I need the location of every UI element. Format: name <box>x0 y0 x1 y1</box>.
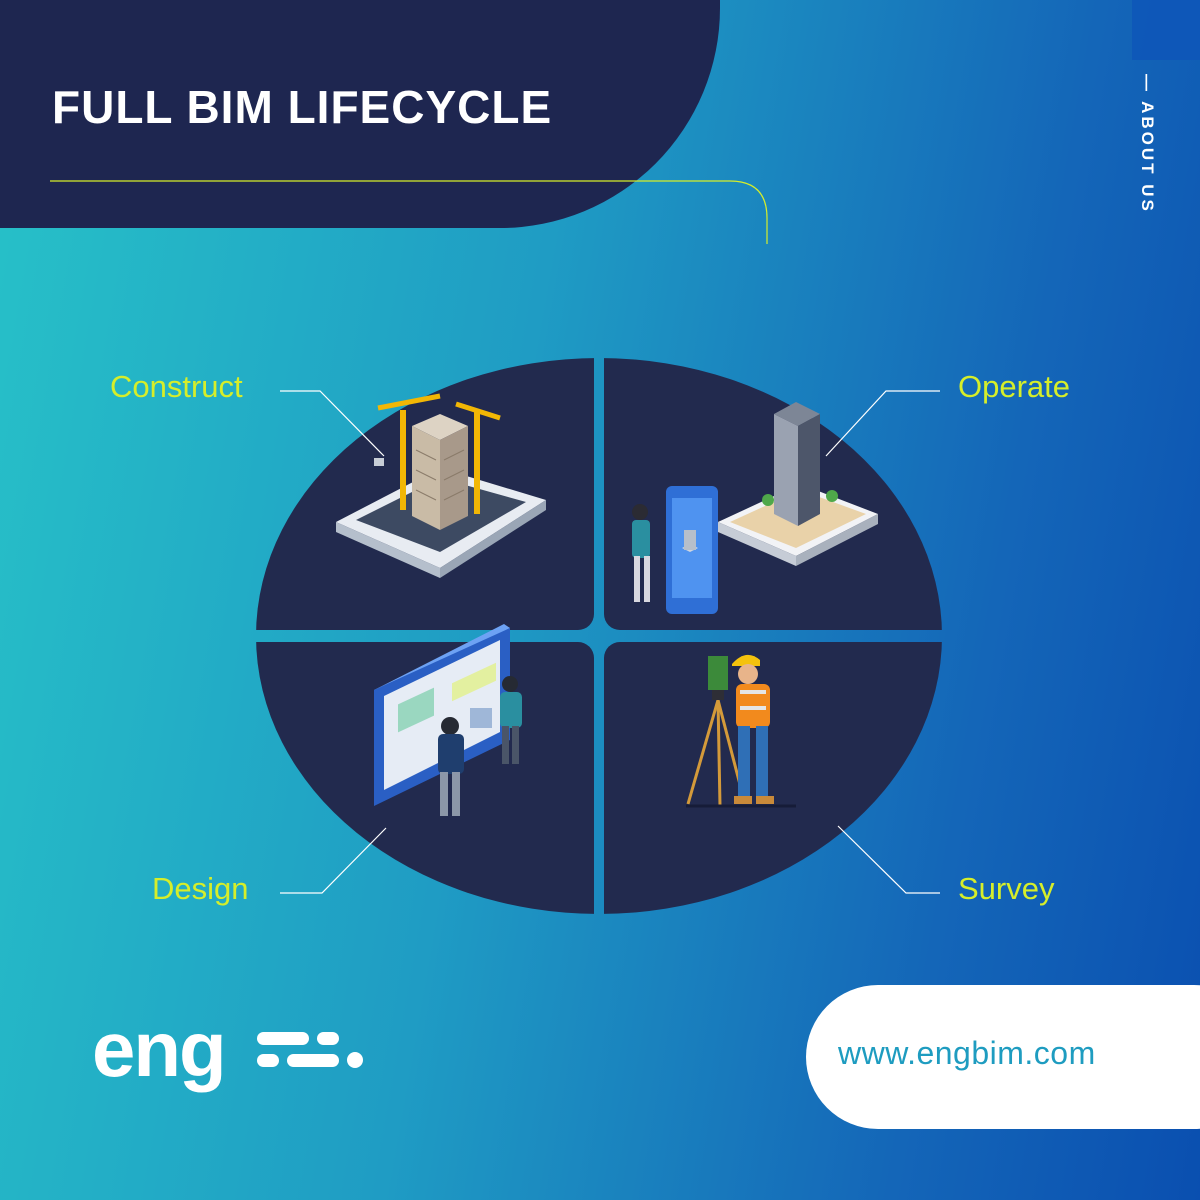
stage-label-survey: Survey <box>958 871 1055 906</box>
connector-operate <box>825 390 940 457</box>
logo-wordmark: eng <box>92 1005 227 1093</box>
side-tab <box>1132 0 1200 60</box>
header-background <box>0 0 720 228</box>
construction-site-illustration <box>336 393 546 578</box>
connector-survey <box>837 825 940 894</box>
design-board-illustration <box>374 624 522 816</box>
connector-lines <box>280 390 940 894</box>
brand-logo: eng <box>92 1005 363 1100</box>
eng-logo-mark-icon <box>257 1032 363 1068</box>
stage-label-design: Design <box>152 871 249 906</box>
quadrant-survey <box>604 642 942 914</box>
connector-construct <box>280 390 385 457</box>
stage-label-operate: Operate <box>958 369 1071 404</box>
stage-label-construct: Construct <box>110 369 243 404</box>
surveyor-illustration <box>686 654 796 808</box>
title-underline <box>50 180 768 244</box>
website-url: www.engbim.com <box>838 1035 1096 1071</box>
page-title: FULL BIM LIFECYCLE <box>52 81 553 133</box>
building-operation-illustration <box>632 402 878 614</box>
website-link[interactable]: www.engbim.com <box>806 985 1200 1129</box>
connector-design <box>280 827 387 894</box>
